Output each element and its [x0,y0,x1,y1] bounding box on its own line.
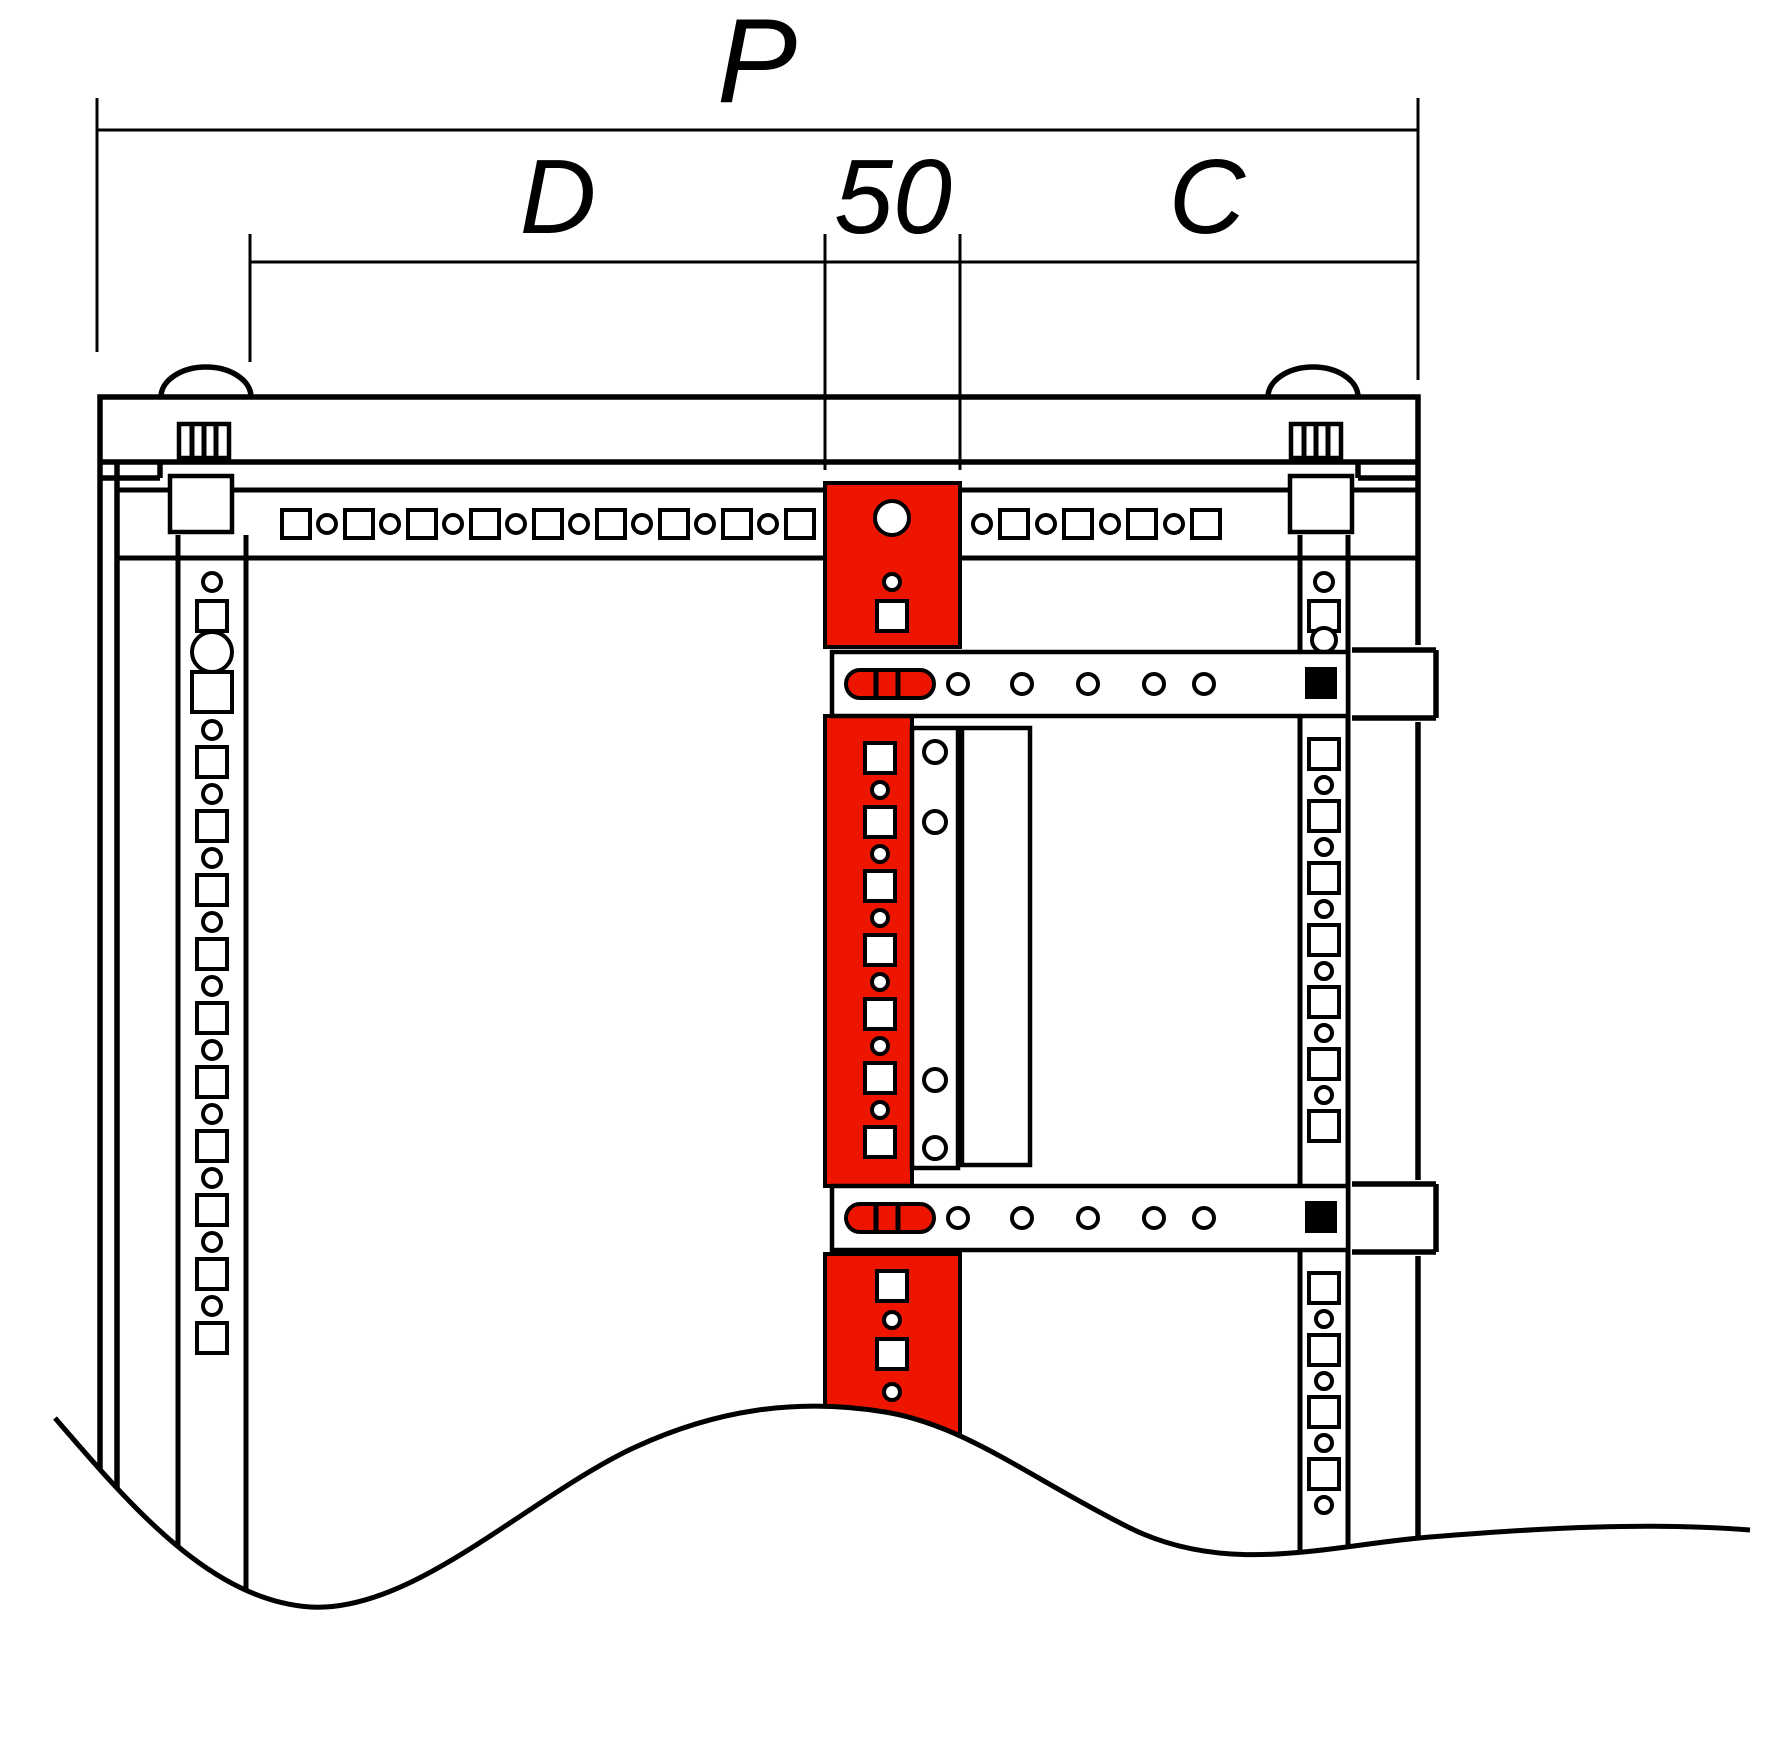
enclosure-walls [97,364,1439,1570]
dimension-lines: P D 50 C [95,0,1420,470]
cross-bracket-top [829,649,1351,719]
bracket-slot [844,668,936,700]
plate-flange [909,725,961,1171]
plate-holes [922,739,948,1161]
bracket-slot [844,1202,936,1234]
break-line [53,1403,1751,1610]
top-rail-holes [280,508,1222,540]
label-right-depth: C [1169,138,1247,256]
plate-channel [959,725,1033,1168]
label-rail-offset: 50 [834,138,952,256]
red-rail-holes [863,499,911,1402]
hinge-top-right [1287,421,1355,535]
label-overall-width: P [717,0,797,128]
cross-bracket-bottom [829,1183,1351,1253]
bracket-bottom-holes [946,1206,1216,1230]
corner-hinges [167,421,1355,535]
break-mask [0,1406,1773,1743]
bracket-top-holes [946,672,1216,696]
hinge-dome-right [1265,364,1361,398]
hinge-dome-left [158,364,254,398]
left-rail-holes [190,571,234,1355]
label-left-depth: D [520,138,597,256]
hinge-top-left [167,421,235,535]
right-rail-holes [1307,571,1341,1515]
bracket-fastener [1305,667,1337,699]
bracket-fastener [1305,1201,1337,1233]
mounting-plate [909,725,1033,1171]
